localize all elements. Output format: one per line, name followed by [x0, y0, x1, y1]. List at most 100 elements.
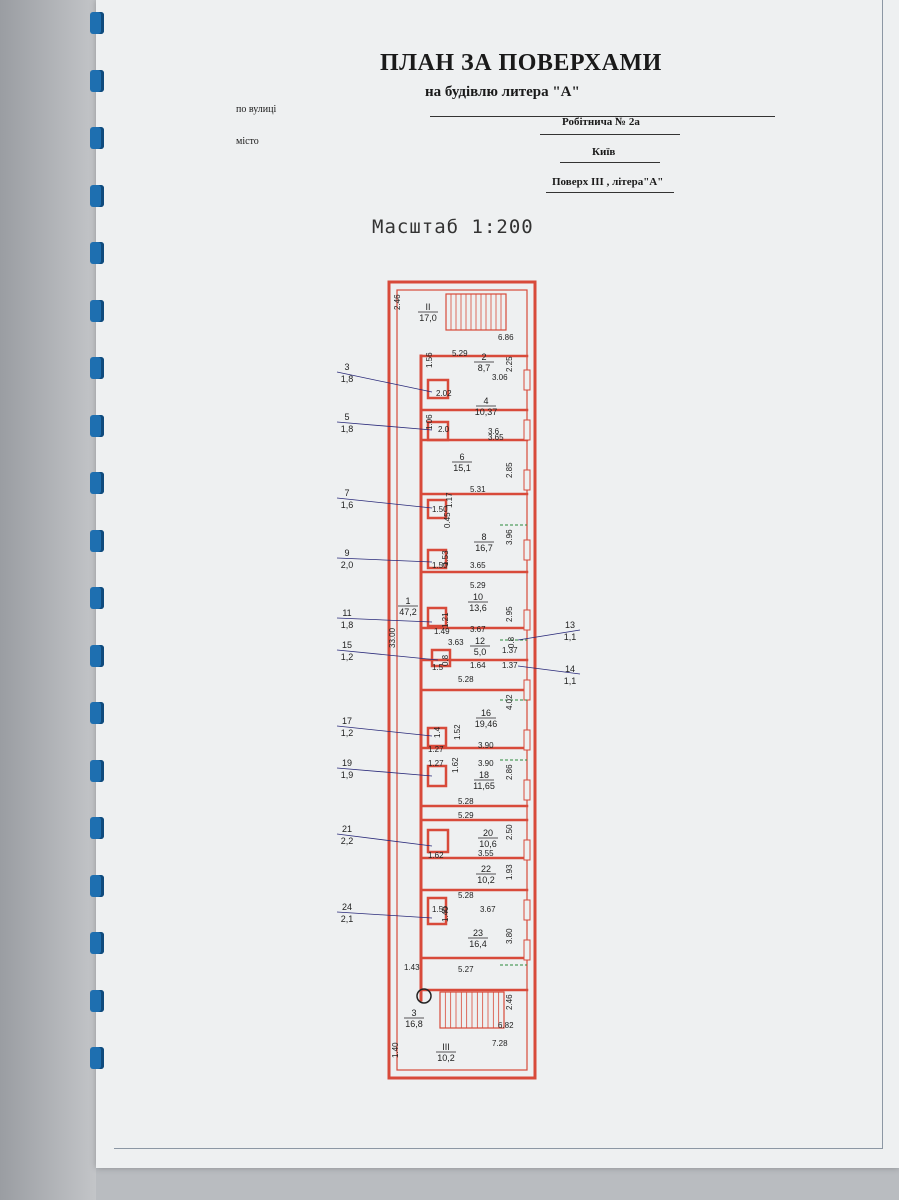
room-area: 16,8 [405, 1019, 423, 1029]
room-area: 10,37 [475, 407, 498, 417]
wc-block [426, 548, 448, 570]
dimension-label: 3.96 [505, 529, 514, 545]
wc-block [426, 726, 448, 748]
room-number: 16 [481, 708, 491, 718]
callout-leader [336, 371, 433, 393]
callout-number: 3 [344, 362, 349, 372]
window [523, 609, 531, 631]
callout-number: 17 [342, 716, 352, 726]
callout-number: 13 [565, 620, 575, 630]
room-12: 125,0 [470, 636, 490, 657]
room-area: 10,2 [477, 875, 495, 885]
room-number: 23 [473, 928, 483, 938]
dimension-label: 1.64 [470, 661, 486, 670]
callout-area: 1,6 [341, 500, 354, 510]
dimension-label: 3.55 [478, 849, 494, 858]
window [523, 839, 531, 861]
city-value: Київ [592, 146, 616, 158]
binding-ring [90, 12, 104, 34]
dimension-label: 3.65 [470, 561, 486, 570]
dimension-label: 0.45 [443, 512, 452, 528]
binding-ring [90, 587, 104, 609]
binding-ring [90, 299, 104, 322]
city-underline [560, 162, 660, 163]
callout-number: 21 [342, 824, 352, 834]
room-area: 16,7 [475, 543, 493, 553]
room-4: 410,37 [475, 396, 498, 417]
room-number: 22 [481, 864, 491, 874]
outer-wall [387, 280, 537, 1080]
dimension-label: 1.62 [451, 757, 460, 773]
wc-block [426, 420, 450, 442]
dimension-label: 1.93 [505, 864, 514, 880]
callout-24: 242,1 [336, 902, 433, 924]
dimension-label: 1.49 [434, 627, 450, 636]
room-number: 4 [483, 396, 488, 406]
room-8: 816,7 [474, 532, 494, 553]
binding-ring [90, 357, 104, 379]
wc-block [426, 896, 448, 926]
callout-leader [336, 767, 433, 777]
dimension-label: 1.62 [428, 851, 444, 860]
callout-number: 24 [342, 902, 352, 912]
callout-area: 1,1 [564, 676, 577, 686]
callout-15: 151,2 [336, 640, 439, 662]
stair-marker [416, 988, 432, 1004]
plan-walls [387, 280, 537, 1080]
dimension-label: 1.27 [428, 759, 444, 768]
window [523, 539, 531, 561]
page-frame [114, 0, 883, 1149]
dimension-label: 3.65 [488, 433, 504, 442]
callout-9: 92,0 [336, 548, 433, 570]
callout-area: 1,2 [341, 652, 354, 662]
room-area: 17,0 [419, 313, 437, 323]
callout-11: 111,8 [336, 608, 433, 630]
dimension-label: 3.80 [505, 928, 514, 944]
binding-ring [90, 472, 104, 494]
binding-ring [90, 184, 104, 207]
binding-ring [90, 69, 104, 92]
room-6: 615,1 [452, 452, 472, 473]
dimension-label: 0.8 [441, 654, 450, 666]
scale-label: Масштаб 1:200 [372, 216, 534, 238]
callout-area: 2,2 [341, 836, 354, 846]
callout-area: 1,8 [341, 620, 354, 630]
dimension-label: 4.02 [505, 694, 514, 710]
window [523, 679, 531, 701]
dimension-label: 5.28 [458, 891, 474, 900]
room-2: 28,7 [474, 352, 494, 373]
street-underline [540, 134, 680, 135]
dimension-label: 5.29 [458, 811, 474, 820]
callout-leader [336, 617, 433, 623]
binding-ring [90, 702, 104, 724]
dimension-label: 2.25 [505, 356, 514, 372]
dimension-label: 1.37 [502, 646, 518, 655]
room-number: 20 [483, 828, 493, 838]
callout-5: 51,8 [336, 412, 433, 434]
callout-number: 19 [342, 758, 352, 768]
callout-number: 5 [344, 412, 349, 422]
room-3: 316,8 [404, 1008, 424, 1029]
callout-21: 212,2 [336, 824, 433, 847]
binding-ring [90, 932, 104, 954]
room-area: 15,1 [453, 463, 471, 473]
dimension-label: 1.43 [404, 963, 420, 972]
dimension-label: 1.40 [441, 906, 450, 922]
city-label: місто [236, 136, 259, 147]
wc-block [426, 378, 450, 400]
dimension-label: 1.40 [391, 1042, 400, 1058]
room-area: 10,2 [437, 1053, 455, 1063]
window [523, 899, 531, 921]
callout-area: 2,1 [341, 914, 354, 924]
callout-leader [336, 911, 433, 919]
dimension-label: 2.02 [436, 389, 452, 398]
street-label: по вулиці [236, 104, 277, 115]
room-number: 18 [479, 770, 489, 780]
callout-area: 1,2 [341, 728, 354, 738]
window [523, 939, 531, 961]
